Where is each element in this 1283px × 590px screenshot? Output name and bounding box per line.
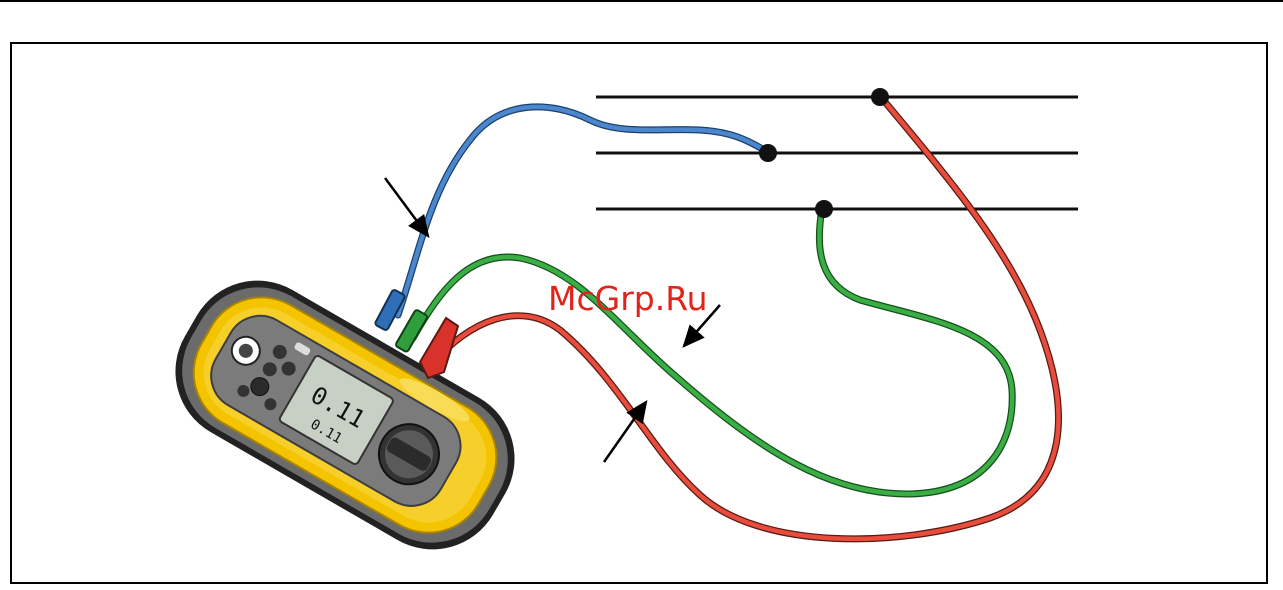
- installation-tester: 0.11 0.11: [150, 255, 540, 575]
- junction-dot-icon: [759, 144, 777, 162]
- red-test-lead: [432, 96, 1058, 539]
- red-probe-plug: [420, 318, 458, 378]
- junction-dot-icon: [871, 88, 889, 106]
- junction-dot-icon: [815, 200, 833, 218]
- arrow-icon: [385, 178, 428, 236]
- arrow-icon: [604, 402, 646, 462]
- watermark: McGrp.Ru: [548, 279, 708, 318]
